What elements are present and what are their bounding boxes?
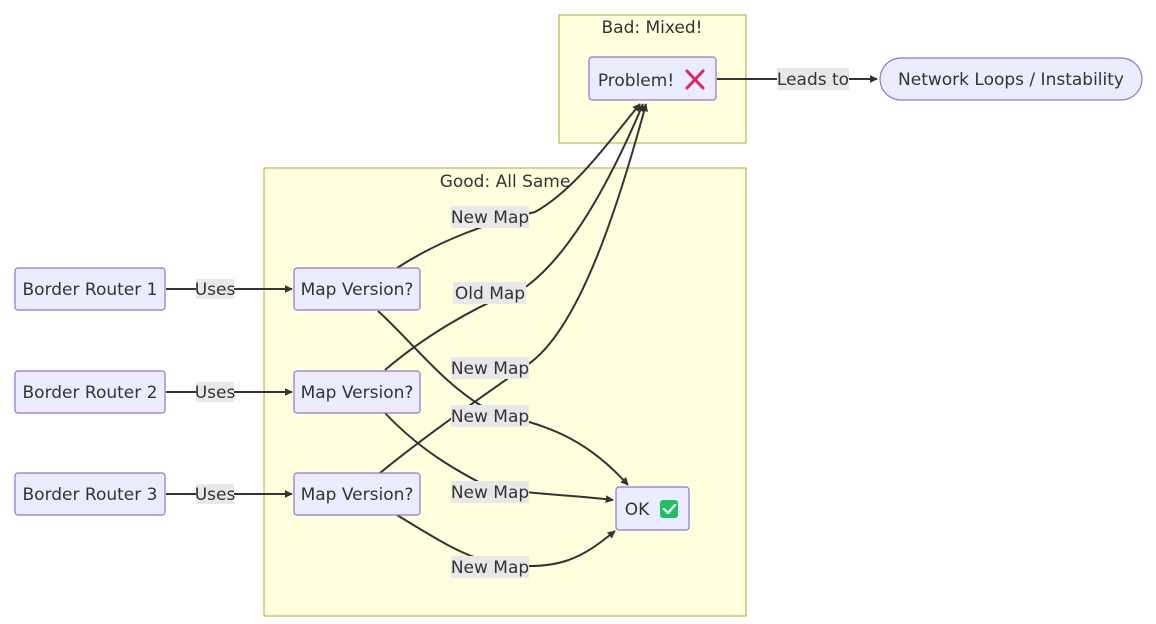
node-ok-label: OK	[625, 500, 650, 520]
edge-label-uses-2: Uses	[195, 383, 236, 403]
edge-labels: Uses Uses Uses New Map Old Map New Map N…	[195, 68, 849, 578]
edge-label-mv1-ok: New Map	[451, 407, 529, 427]
node-border-router-3-label: Border Router 3	[23, 485, 158, 505]
node-problem[interactable]: Problem!	[588, 56, 717, 101]
edge-label-mv3-problem: New Map	[451, 359, 529, 379]
node-network-loops[interactable]: Network Loops / Instability	[879, 57, 1143, 101]
edge-label-uses-3: Uses	[195, 485, 236, 505]
node-problem-label: Problem!	[598, 71, 674, 91]
node-map-version-2[interactable]: Map Version?	[293, 370, 421, 414]
node-map-version-1[interactable]: Map Version?	[293, 267, 421, 311]
edge-label-mv3-ok: New Map	[451, 558, 529, 578]
node-network-loops-label: Network Loops / Instability	[898, 70, 1124, 90]
node-map-version-1-label: Map Version?	[301, 280, 414, 300]
node-border-router-2[interactable]: Border Router 2	[14, 370, 166, 414]
edge-mv2-problem	[384, 103, 644, 371]
node-map-version-2-label: Map Version?	[301, 383, 414, 403]
node-map-version-3[interactable]: Map Version?	[293, 472, 421, 516]
node-border-router-1[interactable]: Border Router 1	[14, 267, 166, 311]
check-mark-icon	[660, 500, 678, 518]
edge-label-mv2-problem: Old Map	[455, 284, 525, 304]
node-border-router-1-label: Border Router 1	[23, 280, 158, 300]
node-border-router-2-label: Border Router 2	[23, 383, 158, 403]
edge-label-mv1-problem: New Map	[451, 208, 529, 228]
node-map-version-3-label: Map Version?	[301, 485, 414, 505]
node-ok[interactable]: OK	[615, 486, 690, 531]
node-border-router-3[interactable]: Border Router 3	[14, 472, 166, 516]
edge-label-uses-1: Uses	[195, 280, 236, 300]
cross-mark-icon	[685, 69, 705, 90]
edge-label-leads-to: Leads to	[777, 70, 849, 90]
edge-mv1-problem	[396, 103, 641, 269]
cluster-bad-title: Bad: Mixed!	[602, 18, 703, 38]
edge-label-mv2-ok: New Map	[451, 483, 529, 503]
edge-mv3-problem	[379, 103, 648, 474]
cluster-good-title: Good: All Same	[440, 172, 571, 192]
